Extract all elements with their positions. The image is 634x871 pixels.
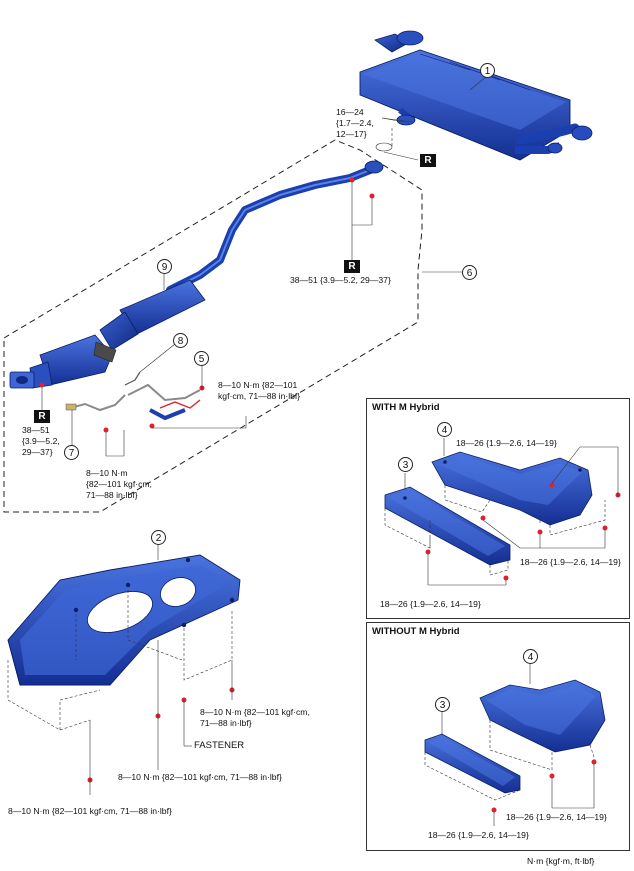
under-cover xyxy=(7,554,241,686)
without-m-hybrid-panel xyxy=(366,622,630,851)
torque-top-line2: {1.7—2.4, xyxy=(336,118,374,128)
with-m-hybrid-title: WITH M Hybrid xyxy=(372,402,440,413)
torque-sensor5-line2: kgf·cm, 71—88 in·lbf} xyxy=(218,391,301,401)
cover-dashed-guides xyxy=(7,590,233,731)
units-legend: N·m {kgf·m, ft·lbf} xyxy=(527,856,595,866)
torque-nmh-right: 18—26 {1.9—2.6, 14—19} xyxy=(506,812,607,822)
callout-9: 9 xyxy=(157,259,172,274)
torque-sensor7-line2: {82—101 kgf·cm, xyxy=(86,479,152,489)
torque-cover-a-line1: 8—10 N·m {82—101 kgf·cm, xyxy=(200,707,310,717)
callout-4-with: 4 xyxy=(437,422,452,437)
bolt-markers xyxy=(39,177,375,433)
torque-left-line3: 29—37} xyxy=(22,447,53,457)
callout-6: 6 xyxy=(462,265,477,280)
torque-mh-bottom: 18—26 {1.9—2.6, 14—19} xyxy=(380,599,481,609)
cover-bolts xyxy=(87,687,235,783)
without-m-hybrid-parts xyxy=(424,679,606,794)
torque-cover-c: 8—10 N·m {82—101 kgf·cm, 71—88 in·lbf} xyxy=(8,806,172,816)
callout-2: 2 xyxy=(151,530,166,545)
mh-bolts xyxy=(425,482,621,581)
callout-7: 7 xyxy=(64,445,79,460)
fastener-label: FASTENER xyxy=(194,740,245,751)
torque-sensor7-line1: 8—10 N·m xyxy=(86,468,128,478)
torque-left-line1: 38—51 xyxy=(22,425,50,435)
replace-badge-top: R xyxy=(420,154,436,167)
replace-badge-mid: R xyxy=(344,260,360,273)
callout-1: 1 xyxy=(480,63,495,78)
torque-left-line2: {3.9—5.2, xyxy=(22,436,60,446)
callout-4-without: 4 xyxy=(523,649,538,664)
with-m-hybrid-parts xyxy=(384,451,593,566)
torque-mh-right: 18—26 {1.9—2.6, 14—19} xyxy=(520,557,621,567)
torque-top-line1: 16—24 xyxy=(336,107,364,117)
with-m-hybrid-panel xyxy=(366,398,630,619)
main-silencer xyxy=(359,30,593,161)
oxygen-sensors xyxy=(65,371,201,421)
exhaust-pipe xyxy=(9,160,384,389)
torque-mh-top: 18—26 {1.9—2.6, 14—19} xyxy=(456,438,557,448)
torque-cover-b: 8—10 N·m {82—101 kgf·cm, 71—88 in·lbf} xyxy=(118,772,282,782)
nmh-bolts xyxy=(491,759,597,813)
torque-top-line3: 12—17} xyxy=(336,129,367,139)
callout-3-without: 3 xyxy=(435,697,450,712)
without-m-hybrid-title: WITHOUT M Hybrid xyxy=(372,626,460,637)
callout-3-with: 3 xyxy=(398,457,413,472)
replace-badge-left: R xyxy=(34,410,50,423)
torque-nmh-bottom: 18—26 {1.9—2.6, 14—19} xyxy=(428,830,529,840)
callout-5: 5 xyxy=(194,351,209,366)
torque-sensor7-line3: 71—88 in·lbf} xyxy=(86,490,138,500)
torque-sensor5-line1: 8—10 N·m {82—101 xyxy=(218,380,298,390)
callout-8: 8 xyxy=(173,333,188,348)
torque-cover-a-line2: 71—88 in·lbf} xyxy=(200,718,252,728)
torque-mid: 38—51 {3.9—5.2, 29—37} xyxy=(290,275,391,285)
